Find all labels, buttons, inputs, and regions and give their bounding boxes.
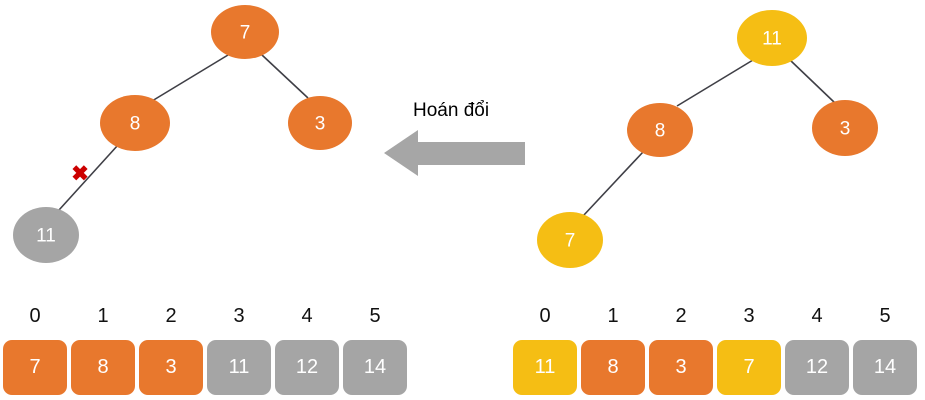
- left-tree-edges: [58, 54, 309, 211]
- right-tree-edge: [582, 151, 644, 217]
- node-ellipse: [288, 96, 352, 150]
- node-ellipse: [211, 5, 279, 59]
- left-tree-node-3[interactable]: 3: [288, 96, 352, 150]
- left-tree-edge: [58, 144, 119, 211]
- left-tree-node-8[interactable]: 8: [100, 95, 170, 151]
- node-value-label: 11: [36, 226, 56, 247]
- node-ellipse: [627, 103, 693, 157]
- swap-label: Hoán đổi: [413, 100, 490, 121]
- right-tree-node-11[interactable]: 11: [737, 10, 807, 66]
- node-ellipse: [812, 100, 878, 156]
- node-value-label: 3: [315, 114, 326, 135]
- left-array-index-label: 4: [301, 305, 313, 327]
- left-tree-edge: [261, 54, 309, 99]
- right-tree-nodes: 11 8 3 7: [537, 10, 878, 268]
- node-value-label: 11: [762, 29, 782, 50]
- node-ellipse: [737, 10, 807, 66]
- right-array-index-label: 3: [743, 305, 755, 327]
- left-array-index-label: 1: [97, 305, 109, 327]
- right-tree-edges: [582, 59, 836, 217]
- node-value-label: 8: [130, 114, 141, 135]
- right-array-index-label: 0: [539, 305, 551, 327]
- right-array-cell[interactable]: 3: [649, 340, 713, 395]
- left-array-index-label: 5: [369, 305, 381, 327]
- right-array-index-label: 1: [607, 305, 619, 327]
- right-array-cell[interactable]: 12: [785, 340, 849, 395]
- right-array-index-label: 2: [675, 305, 687, 327]
- left-array-cell[interactable]: 8: [71, 340, 135, 395]
- right-tree-edge: [676, 59, 754, 107]
- node-ellipse: [13, 207, 79, 263]
- left-array-index-label: 0: [29, 305, 41, 327]
- left-array-cell[interactable]: 3: [139, 340, 203, 395]
- right-array-cell[interactable]: 14: [853, 340, 917, 395]
- left-tree-nodes: 7 8 3 11: [13, 5, 352, 263]
- red-x-icon: ✖: [71, 163, 89, 186]
- left-array-cell[interactable]: 12: [275, 340, 339, 395]
- node-value-label: 7: [240, 23, 251, 44]
- node-value-label: 3: [840, 119, 851, 140]
- left-array-cell[interactable]: 11: [207, 340, 271, 395]
- left-array-cell[interactable]: 7: [3, 340, 67, 395]
- right-array-cell[interactable]: 7: [717, 340, 781, 395]
- right-tree-node-3[interactable]: 3: [812, 100, 878, 156]
- right-array-index-label: 5: [879, 305, 891, 327]
- right-array-cell[interactable]: 11: [513, 340, 577, 395]
- left-array-index-label: 2: [165, 305, 177, 327]
- node-value-label: 8: [655, 121, 666, 142]
- red-x-glyph: ✖: [71, 163, 89, 186]
- right-array-cell[interactable]: 8: [581, 340, 645, 395]
- left-tree-node-7[interactable]: 7: [211, 5, 279, 59]
- right-array-index-label: 4: [811, 305, 823, 327]
- left-array-cell[interactable]: 14: [343, 340, 407, 395]
- right-tree-node-8[interactable]: 8: [627, 103, 693, 157]
- left-array-index-label: 3: [233, 305, 245, 327]
- node-value-label: 7: [565, 231, 576, 252]
- right-tree-edge: [789, 59, 836, 104]
- node-ellipse: [537, 212, 603, 268]
- left-tree-edge: [151, 54, 229, 102]
- node-ellipse: [100, 95, 170, 151]
- left-tree-node-11[interactable]: 11: [13, 207, 79, 263]
- right-tree-node-7[interactable]: 7: [537, 212, 603, 268]
- left-arrow-icon: [384, 130, 525, 176]
